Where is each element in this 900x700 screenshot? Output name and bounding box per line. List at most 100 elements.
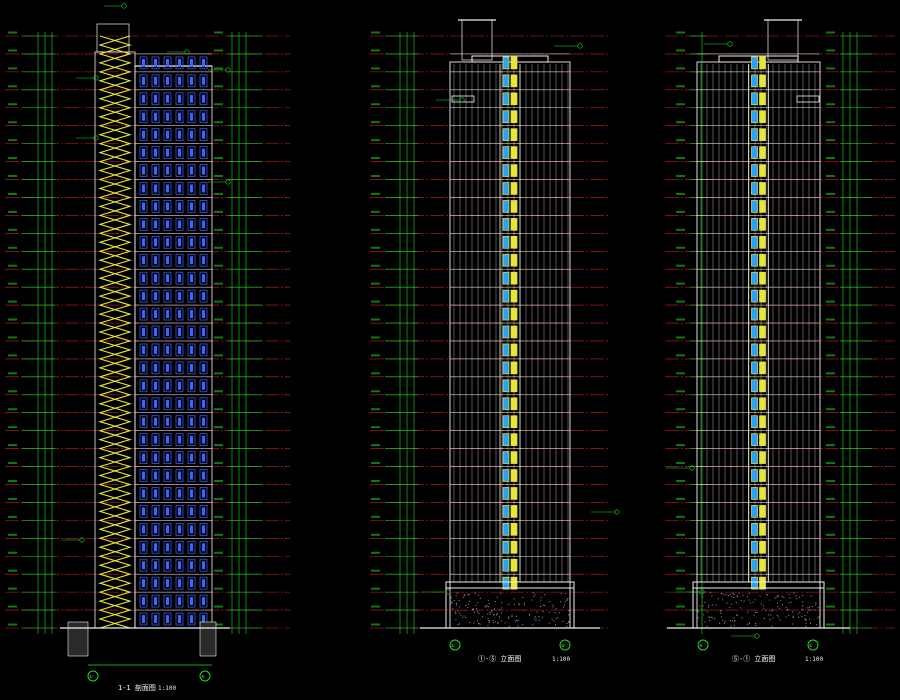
level-mark [676,265,685,267]
section-window-glass [178,113,181,121]
level-mark [826,354,835,356]
balcony-window [503,362,509,374]
level-mark [8,606,17,608]
podium-stone-texture [568,621,569,622]
podium-stone-texture [820,593,821,594]
level-mark [371,480,380,482]
level-mark [214,32,223,34]
section-window-glass [142,436,145,444]
podium-stone-texture [565,601,566,602]
section-window-glass [202,310,205,318]
section-window-glass [166,364,169,372]
balcony-door [511,326,517,338]
podium-stone-texture [559,612,560,613]
section-window-glass [202,454,205,462]
podium-stone-texture [807,607,808,608]
podium-stone-texture [552,619,553,620]
level-mark [676,247,685,249]
level-mark [214,516,223,518]
section-window-glass [154,131,157,139]
podium-stone-texture [793,616,794,617]
level-mark [371,426,380,428]
section-window-glass [190,400,193,408]
podium-stone-texture [450,603,451,604]
section-window-glass [178,418,181,426]
podium-stone-texture [499,616,500,617]
balcony-door [760,559,766,571]
balcony-window [752,577,758,589]
section-window-glass [178,328,181,336]
podium-stone-texture [744,601,745,602]
podium-stone-texture [537,612,538,613]
level-mark [8,247,17,249]
podium-stone-texture [518,626,519,627]
level-mark [8,516,17,518]
balcony-door [511,57,517,69]
podium-stone-texture [792,624,793,625]
level-mark [371,32,380,34]
podium-stone-texture [500,593,501,594]
podium-stone-texture [486,605,487,606]
level-mark [214,49,223,51]
level-mark [214,444,223,446]
balcony-window [752,236,758,248]
balcony-window [503,326,509,338]
section-window-glass [178,149,181,157]
section-window-glass [202,400,205,408]
balcony-door [760,57,766,69]
podium-stone-texture [724,623,725,624]
level-mark [371,265,380,267]
podium-stone-texture [569,622,570,623]
podium-stone-texture [451,601,452,602]
podium-stone-texture [459,600,460,601]
section-window-glass [142,382,145,390]
level-mark [826,480,835,482]
podium-stone-texture [508,604,509,605]
podium-stone-texture [464,594,465,595]
section-window-glass [190,238,193,246]
section-window-glass [178,543,181,551]
balcony-door [511,523,517,535]
level-mark [676,588,685,590]
podium-stone-texture [450,598,451,599]
section-window-glass [142,525,145,533]
section-window-glass [190,220,193,228]
podium-stone-texture [700,606,701,607]
podium-stone-texture [524,610,525,611]
podium-stone-texture [538,616,539,617]
level-mark [214,175,223,177]
level-mark [8,85,17,87]
podium-stone-texture [512,615,513,616]
section-window-glass [166,113,169,121]
balcony-window [752,75,758,87]
podium-stone-texture [731,626,732,627]
section-window-glass [166,507,169,515]
podium-stone-texture [534,618,535,619]
section-window-glass [166,238,169,246]
balcony-window [752,93,758,105]
section-window-glass [166,472,169,480]
section-window-glass [190,382,193,390]
balcony-window [503,523,509,535]
balcony-door [760,254,766,266]
section-window-glass [190,489,193,497]
podium-stone-texture [720,611,721,612]
section-window-glass [142,167,145,175]
section-window-glass [166,149,169,157]
balcony-door [760,577,766,589]
balcony-window [752,398,758,410]
section-window-glass [142,346,145,354]
podium-stone-texture [495,621,496,622]
section-window-glass [142,543,145,551]
section-window-glass [142,615,145,623]
podium-stone-texture [794,593,795,594]
section-window-glass [154,167,157,175]
section-window-glass [202,238,205,246]
section-window-glass [190,579,193,587]
podium-stone-texture [488,606,489,607]
podium-stone-texture [536,620,537,621]
level-mark [676,462,685,464]
podium-stone-texture [522,624,523,625]
level-mark [371,301,380,303]
level-mark [676,354,685,356]
